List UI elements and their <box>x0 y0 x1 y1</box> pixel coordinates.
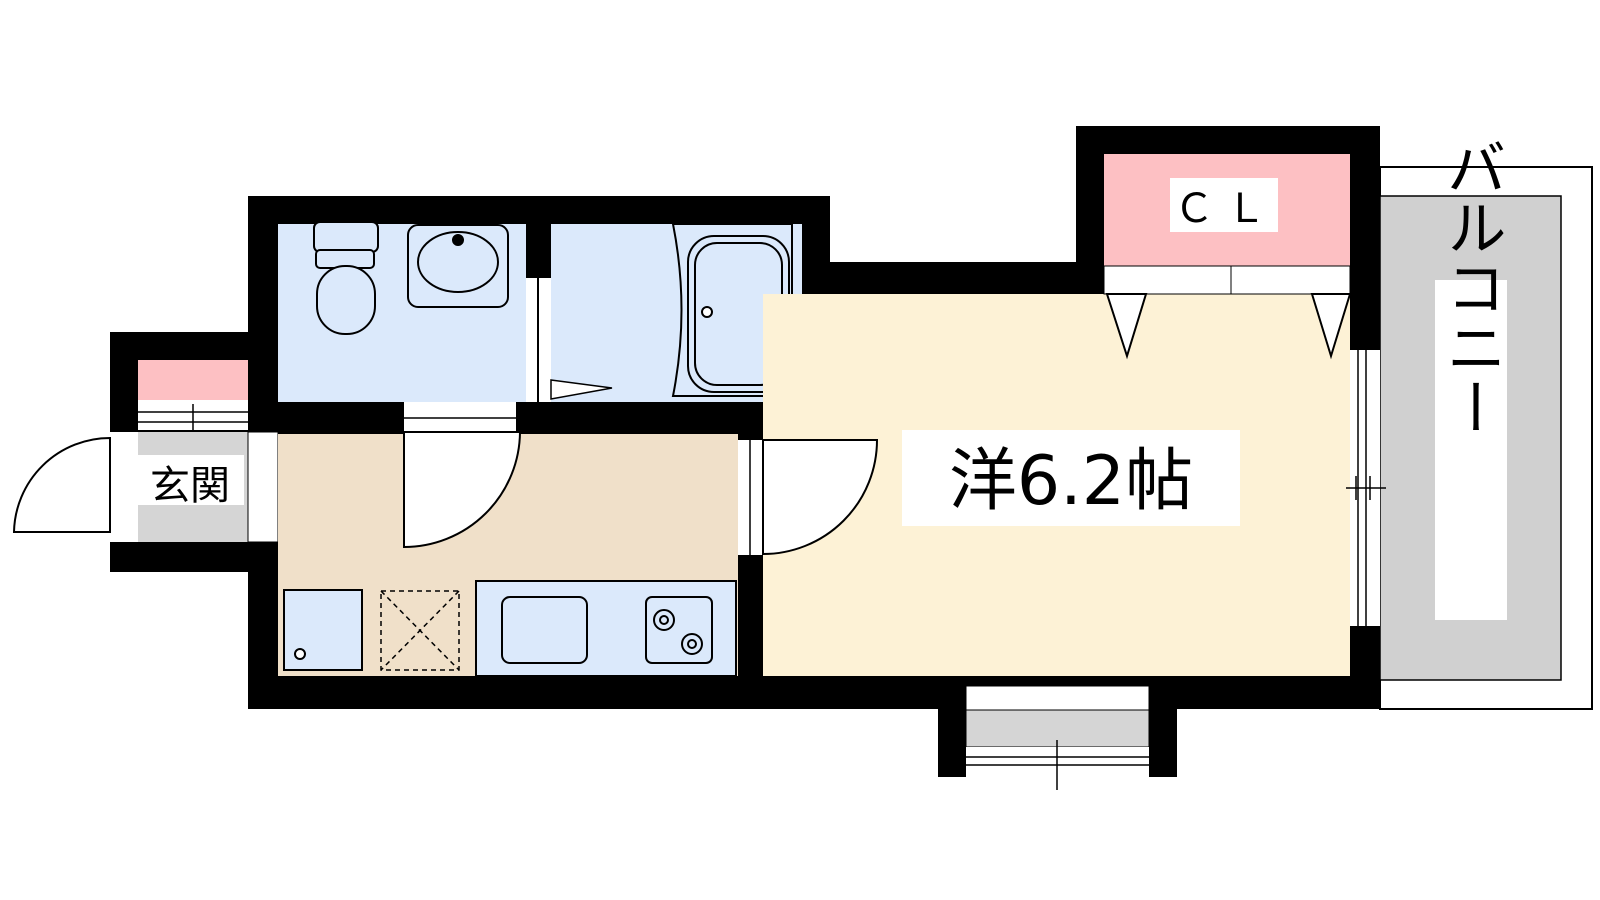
main-upper-wall <box>820 262 1100 294</box>
stove-icon <box>645 596 713 664</box>
main-room-label: 洋6.2帖 <box>949 442 1193 521</box>
fridge-icon <box>283 589 363 671</box>
entrance-label: 玄関 <box>150 463 230 509</box>
kitchen-sink-icon <box>501 596 588 664</box>
balcony: バルコニー <box>1379 137 1593 710</box>
toilet-door[interactable] <box>403 431 522 549</box>
room-label-bg <box>902 430 1240 526</box>
closet-door-track[interactable] <box>1103 265 1351 295</box>
kitchen-counter <box>475 580 737 677</box>
south-wall <box>248 676 1380 709</box>
balcony-label: バルコニー <box>1436 137 1506 437</box>
wash-basin-icon <box>407 224 509 308</box>
entrance-door[interactable] <box>12 436 111 533</box>
closet-door-right[interactable] <box>1310 293 1352 360</box>
closet-door-left[interactable] <box>1105 293 1148 360</box>
closet-label-bg <box>1170 178 1278 232</box>
entrance-door-opening <box>110 432 138 542</box>
kitchen <box>278 402 738 677</box>
closet: ＣＬ <box>1103 154 1352 360</box>
bay-window-frame <box>965 685 1150 711</box>
genkan-step <box>247 431 279 543</box>
genkan-label-bg <box>136 455 244 505</box>
toilet-icon <box>313 221 379 335</box>
entrance: 玄関 <box>12 360 279 543</box>
genkan-shoebox <box>138 360 248 400</box>
main-room: 洋6.2帖 <box>738 294 1386 790</box>
bath-door-swing <box>550 379 613 400</box>
room-door[interactable] <box>762 439 879 556</box>
wet-area <box>278 221 802 402</box>
washing-machine-space-icon <box>380 590 460 671</box>
closet-label: ＣＬ <box>1174 186 1278 232</box>
balcony-label-bg <box>1435 280 1507 620</box>
